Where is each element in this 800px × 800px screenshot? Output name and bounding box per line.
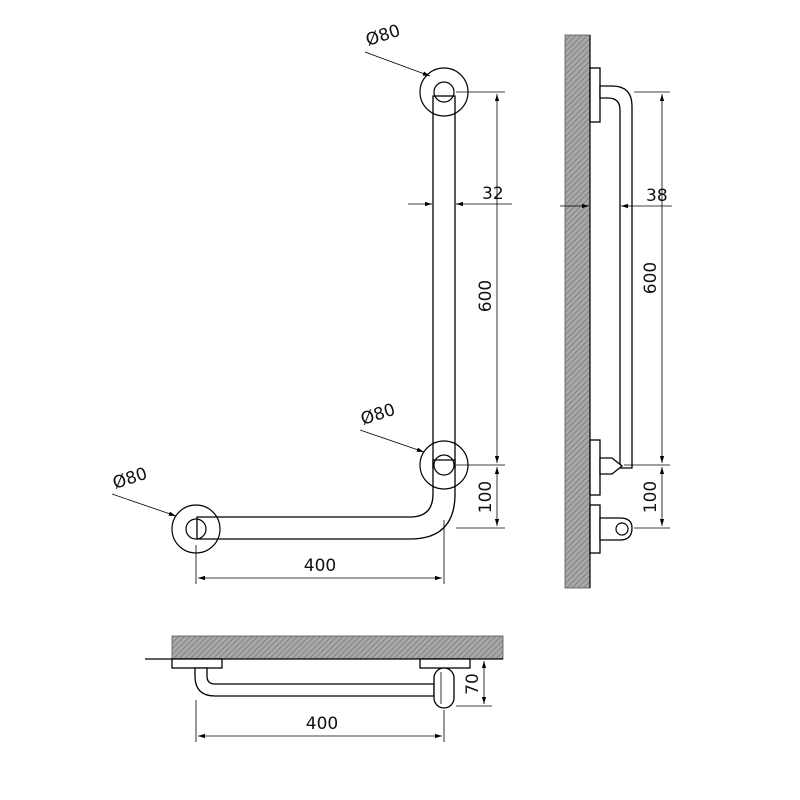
dia-top-label: Ø80 (363, 21, 402, 51)
side-flange-bottom (589, 504, 601, 554)
dia-left-label: Ø80 (110, 464, 149, 494)
leader-corner (359, 429, 425, 453)
dim-600-label: 600 (476, 280, 496, 312)
top-wall (171, 635, 504, 660)
dim-38-label: 38 (646, 186, 668, 206)
side-corner-fitting (599, 457, 624, 475)
front-view: Ø80 Ø80 Ø80 32 600 100 400 (110, 21, 512, 584)
dim-32-label: 32 (482, 184, 504, 204)
dia-corner-label: Ø80 (358, 400, 397, 430)
top-view: 70 400 (145, 635, 504, 742)
dim-70-label: 70 (463, 673, 483, 695)
top-flange-right (419, 658, 471, 669)
side-flange-top (589, 67, 601, 123)
side-flange-corner (589, 439, 601, 496)
side-dim-100-label: 100 (641, 481, 661, 513)
top-bar-section (433, 667, 455, 709)
vertical-bar (432, 95, 456, 469)
side-view: 38 600 100 (560, 34, 672, 589)
side-wall (564, 34, 591, 589)
side-bar-end-circle (615, 522, 629, 536)
dim-100-label: 100 (476, 481, 496, 513)
dim-400-label: 400 (304, 556, 336, 576)
leader-top (364, 51, 431, 77)
side-dim-600-label: 600 (641, 262, 661, 294)
horizontal-bar (196, 459, 456, 540)
top-flange-left (171, 658, 223, 669)
top-bar-plan (194, 667, 435, 697)
top-dim-400-label: 400 (306, 714, 338, 734)
side-bar-profile (599, 85, 633, 469)
leader-left (111, 493, 177, 517)
